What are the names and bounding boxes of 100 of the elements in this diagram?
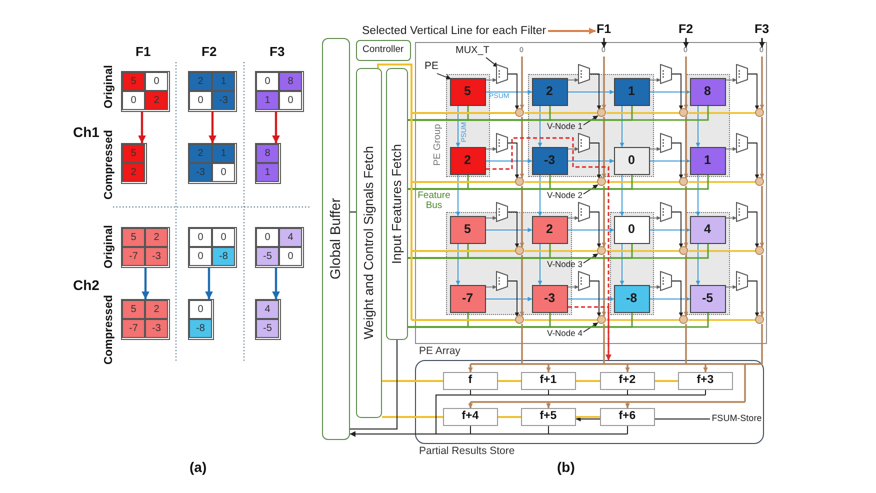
psum-arrow: [568, 90, 614, 94]
wire: [568, 216, 579, 220]
register-label: f+1: [540, 374, 557, 387]
matrix-cell: 1: [212, 72, 235, 91]
junction-circle: [679, 315, 688, 324]
register-label: f+5: [540, 410, 557, 423]
wire: [726, 78, 737, 82]
bus-line: [382, 380, 443, 382]
bus-line: [408, 175, 709, 190]
arrow: [759, 38, 765, 48]
wire: [688, 250, 756, 252]
psum-arrow: [538, 106, 542, 148]
pe-group-region: [686, 74, 730, 176]
pe-value: 2: [546, 84, 553, 98]
matrix-cell: 2: [189, 72, 212, 91]
filter-label: F3: [754, 23, 770, 37]
multiplexer-symbol: [578, 202, 590, 222]
wire: [568, 78, 579, 82]
bus-line: [498, 416, 521, 418]
matrix-cell: 4: [256, 300, 279, 319]
junction-circle: [515, 177, 524, 186]
multiplexer-symbol: [736, 132, 748, 152]
matrix-cell: 0: [212, 228, 235, 247]
junction-circle: [597, 108, 606, 117]
annotation-label: MUX_T: [456, 45, 490, 56]
weight-matrix: [255, 227, 304, 268]
leader-line: [436, 73, 452, 80]
filter-label: F2: [678, 23, 694, 37]
wire: [606, 319, 680, 321]
wire: [671, 74, 684, 110]
unit-label: Controller: [362, 45, 404, 56]
processing-element: [690, 284, 726, 312]
psum-arrow: [696, 106, 700, 148]
matrix-cell: 8: [256, 144, 279, 163]
processing-element: [532, 284, 568, 312]
psum-arrow: [456, 106, 460, 148]
matrix-cell: 5: [122, 144, 145, 163]
controller-panel: [356, 40, 411, 61]
processing-element: [690, 146, 726, 174]
wire: [520, 117, 524, 178]
pe-value: -7: [462, 292, 474, 306]
matrix-cell: 0: [256, 72, 279, 91]
psum-arrow: [620, 106, 624, 148]
psum-arrow: [568, 158, 614, 164]
wire: [760, 255, 764, 316]
psum-arrow: [650, 228, 690, 232]
result-bus-line: [468, 324, 763, 408]
wire: [486, 78, 497, 82]
bus-line: [576, 380, 600, 382]
matrix-cell: -5: [256, 319, 279, 338]
wire: [726, 285, 737, 289]
processing-element: [532, 78, 568, 106]
wire: [726, 216, 737, 220]
wire: [520, 56, 524, 110]
multiplexer-symbol: [578, 132, 590, 152]
psum-arrow: [456, 174, 460, 216]
psum-arrow: [486, 296, 532, 302]
wire: [520, 255, 524, 316]
annotation-label: PE: [424, 61, 439, 73]
row-label: Original: [103, 64, 116, 108]
psum-arrow: [650, 90, 690, 94]
matrix-cell: 0: [189, 247, 212, 266]
wire: [606, 250, 680, 252]
processing-element: [532, 146, 568, 174]
arrow: [272, 112, 280, 144]
row-label: Compressed: [103, 295, 116, 365]
psum-arrow: [456, 244, 460, 286]
weight-matrix: [121, 71, 170, 112]
matrix-cell: 0: [256, 228, 279, 247]
annotation-label: V-Node 4: [547, 328, 582, 338]
wire: [606, 112, 680, 114]
junction-circle: [515, 315, 524, 324]
wire: [760, 56, 764, 110]
psum-arrow: [650, 158, 690, 164]
psum-arrow: [696, 244, 700, 286]
wire: [726, 147, 737, 151]
wire: [684, 117, 688, 178]
wire: [524, 181, 598, 183]
wire: [589, 280, 602, 318]
wire: [650, 78, 661, 82]
matrix-cell: -3: [145, 247, 168, 266]
column-heading: F2: [202, 45, 217, 60]
leader-line: [583, 253, 598, 264]
register-label: f+4: [462, 410, 479, 423]
wire: [688, 319, 756, 321]
matrix-cell: -7: [122, 319, 145, 338]
multiplexer-symbol: [578, 64, 590, 84]
multiplexer-symbol: [496, 202, 508, 222]
wire: [520, 186, 524, 248]
register-box: [442, 372, 498, 390]
matrix-cell: 0: [279, 91, 302, 110]
processing-element: [614, 146, 650, 174]
junction-circle: [679, 177, 688, 186]
pe-value: 2: [464, 154, 471, 168]
psum-arrow: [486, 158, 532, 164]
matrix-cell: -8: [189, 319, 212, 338]
register-box: [520, 408, 576, 426]
processing-element: [614, 216, 650, 244]
wire: [684, 186, 688, 248]
matrix-cell: -5: [256, 247, 279, 266]
